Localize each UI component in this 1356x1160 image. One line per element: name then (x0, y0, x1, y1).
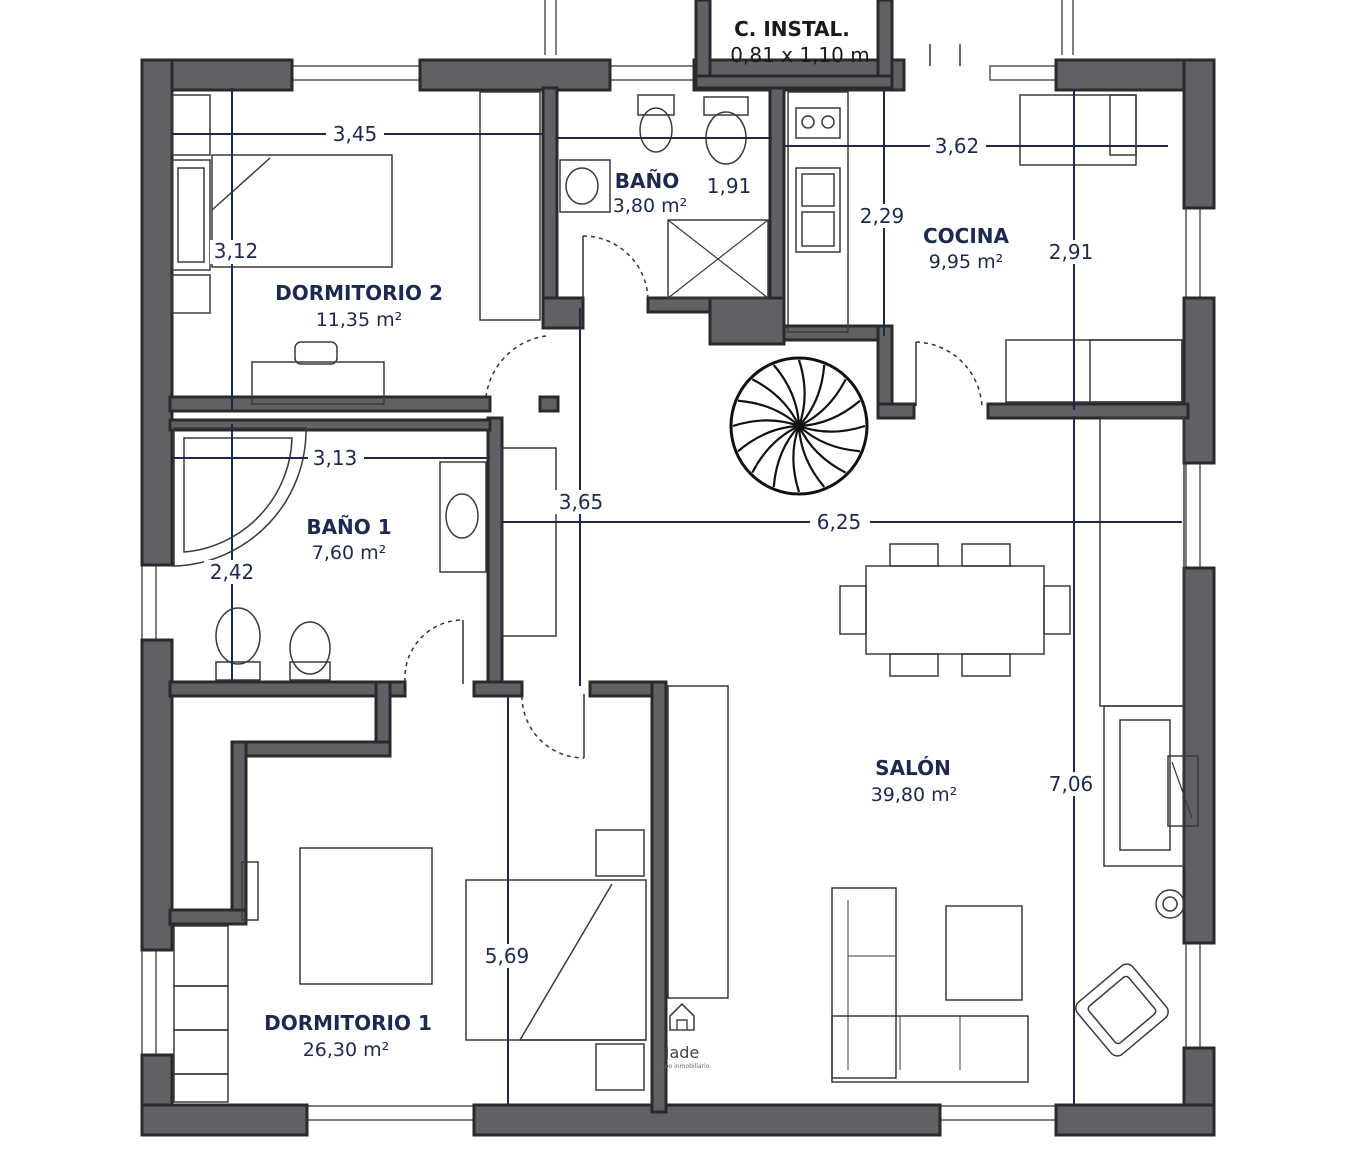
dim-d1-height: 5,69 (485, 944, 530, 968)
room-area: 26,30 m² (303, 1039, 390, 1061)
room-name: BAÑO 1 (306, 515, 391, 539)
stair-step (751, 425, 800, 474)
furniture-dormitorio1 (173, 829, 647, 1103)
room-label-dormitorio1: DORMITORIO 1 26,30 m² (264, 1011, 432, 1061)
dimension-lines (172, 88, 1182, 1105)
furniture-bano1 (173, 427, 487, 681)
stair-step (772, 425, 800, 488)
stair-step (798, 425, 847, 474)
dim-d2-height: 3,12 (214, 239, 259, 263)
room-area: 11,35 m² (316, 309, 403, 331)
dim-salon-width: 6,25 (817, 510, 862, 534)
stair-step (798, 399, 861, 428)
room-label-cocina: COCINA 9,95 m² (923, 224, 1010, 273)
stair-step (798, 378, 847, 427)
room-label-bano: BAÑO 3,80 m² (613, 169, 687, 217)
stair-step (797, 425, 826, 488)
doors (404, 44, 983, 759)
room-area: 7,60 m² (312, 542, 386, 564)
dim-cocina-height: 2,29 (860, 204, 905, 228)
dimension-labels: 3,45 3,12 1,91 2,29 3,62 2,91 3,13 2,42 … (204, 122, 1100, 968)
dim-bano1-width: 3,13 (313, 446, 358, 470)
furniture-cocina (787, 91, 1183, 403)
stair-step (798, 424, 866, 433)
room-label-dormitorio2: DORMITORIO 2 11,35 m² (275, 281, 443, 331)
room-name: DORMITORIO 1 (264, 1011, 432, 1035)
stair-step (792, 425, 801, 493)
stair-step (751, 378, 800, 427)
dim-cocina-width: 3,62 (935, 134, 980, 158)
furniture-hall (501, 447, 557, 637)
stair-step (772, 364, 801, 427)
stair-step (798, 364, 826, 427)
stair-step (737, 399, 800, 427)
dim-bano: 1,91 (707, 174, 752, 198)
room-name: C. INSTAL. (734, 17, 850, 41)
dim-d2-width: 3,45 (333, 122, 378, 146)
spiral-staircase (729, 356, 869, 496)
room-name: SALÓN (875, 756, 951, 780)
room-name: DORMITORIO 2 (275, 281, 443, 305)
furniture-bano (559, 94, 769, 299)
room-area: 39,80 m² (871, 784, 958, 806)
dim-hall-height: 3,65 (559, 490, 604, 514)
furniture-dormitorio2 (171, 91, 541, 405)
room-name: BAÑO (615, 169, 679, 193)
room-label-c-instal: C. INSTAL. 0,81 x 1,10 m (730, 17, 869, 67)
room-area: 3,80 m² (613, 195, 687, 217)
room-area: 9,95 m² (929, 251, 1003, 273)
logo-tagline: grupo inmobiliario (655, 1063, 710, 1070)
stair-step (797, 359, 806, 427)
windows (141, 0, 1201, 1121)
room-label-bano1: BAÑO 1 7,60 m² (306, 515, 391, 564)
stair-step (732, 419, 800, 428)
dim-cocina-height2: 2,91 (1049, 240, 1094, 264)
stair-step (798, 425, 861, 453)
room-name: COCINA (923, 224, 1010, 248)
stair-step (737, 424, 800, 453)
furniture-salon (667, 417, 1199, 1083)
dim-bano1-height: 2,42 (210, 560, 255, 584)
jade-logo: Jade grupo inmobiliario (655, 1002, 710, 1070)
dim-salon-height: 7,06 (1049, 772, 1094, 796)
logo-name: Jade (664, 1043, 700, 1062)
room-area: 0,81 x 1,10 m (730, 43, 869, 67)
walls (140, 0, 1216, 1137)
room-label-salon: SALÓN 39,80 m² (871, 756, 958, 806)
